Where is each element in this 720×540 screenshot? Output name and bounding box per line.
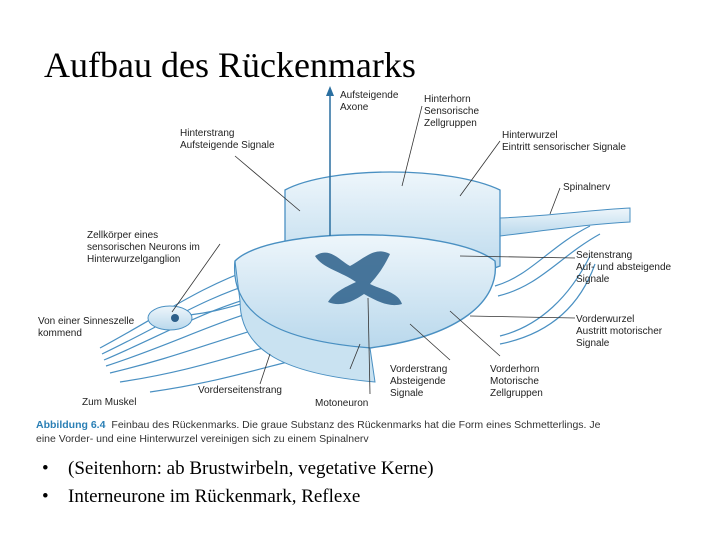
spinal-cord-side <box>234 260 376 383</box>
bullet-item: • Interneurone im Rückenmark, Reflexe <box>42 486 434 508</box>
label-ventral-column: Vorderstrang Absteigende Signale <box>390 364 448 399</box>
spinal-nerve <box>499 207 631 237</box>
label-spinal-nerve: Spinalnerv <box>563 182 611 193</box>
grey-matter-butterfly <box>315 251 402 306</box>
label-to-muscle: Zum Muskel <box>82 397 137 408</box>
label-ganglion-cell: Zellkörper eines sensorischen Neurons im… <box>87 230 200 265</box>
arrowhead-icon <box>326 86 334 96</box>
slide-title: Aufbau des Rückenmarks <box>44 45 416 85</box>
caption-line-1: Feinbau des Rückenmarks. Die graue Subst… <box>111 419 601 431</box>
label-ventrolateral-tract: Vorderseitenstrang <box>198 385 282 396</box>
spinal-cord-illustration <box>99 86 631 395</box>
caption-line-2: eine Vorder- und eine Hinterwurzel verei… <box>36 433 369 445</box>
figure-number: Abbildung 6.4 <box>36 419 106 431</box>
bullet-list: • (Seitenhorn: ab Brustwirbeln, vegetati… <box>42 458 434 514</box>
label-dorsal-column: Hinterstrang Aufsteigende Signale <box>180 128 275 151</box>
label-ventral-root: Vorderwurzel Austritt motorischer Signal… <box>576 314 663 349</box>
label-leader-lines <box>171 105 576 395</box>
label-motoneuron: Motoneuron <box>315 398 369 409</box>
figure-caption: Abbildung 6.4 Feinbau des Rückenmarks. Di… <box>36 418 600 446</box>
bullet-icon: • <box>42 458 49 479</box>
label-dorsal-horn: Hinterhorn Sensorische Zellgruppen <box>424 94 480 129</box>
bullet-icon: • <box>42 486 49 507</box>
label-dorsal-root: Hinterwurzel Eintritt sensorischer Signa… <box>502 130 626 153</box>
label-ascending-axons: Aufsteigende Axone <box>340 90 399 113</box>
dorsal-root-ganglion <box>147 305 193 331</box>
bullet-text: Interneurone im Rückenmark, Reflexe <box>68 486 361 507</box>
bullet-item: • (Seitenhorn: ab Brustwirbeln, vegetati… <box>42 458 434 480</box>
ganglion-cell-body <box>171 314 179 322</box>
label-from-sense-cell: Von einer Sinneszelle kommend <box>38 316 135 339</box>
label-lateral-column: Seitenstrang Auf- und absteigende Signal… <box>576 250 672 285</box>
spinal-cord-figure: Aufsteigende Axone Hinterhorn Sensorisch… <box>30 86 690 446</box>
bullet-text: (Seitenhorn: ab Brustwirbeln, vegetative… <box>68 458 434 479</box>
label-ventral-horn: Vorderhorn Motorische Zellgruppen <box>490 364 543 399</box>
